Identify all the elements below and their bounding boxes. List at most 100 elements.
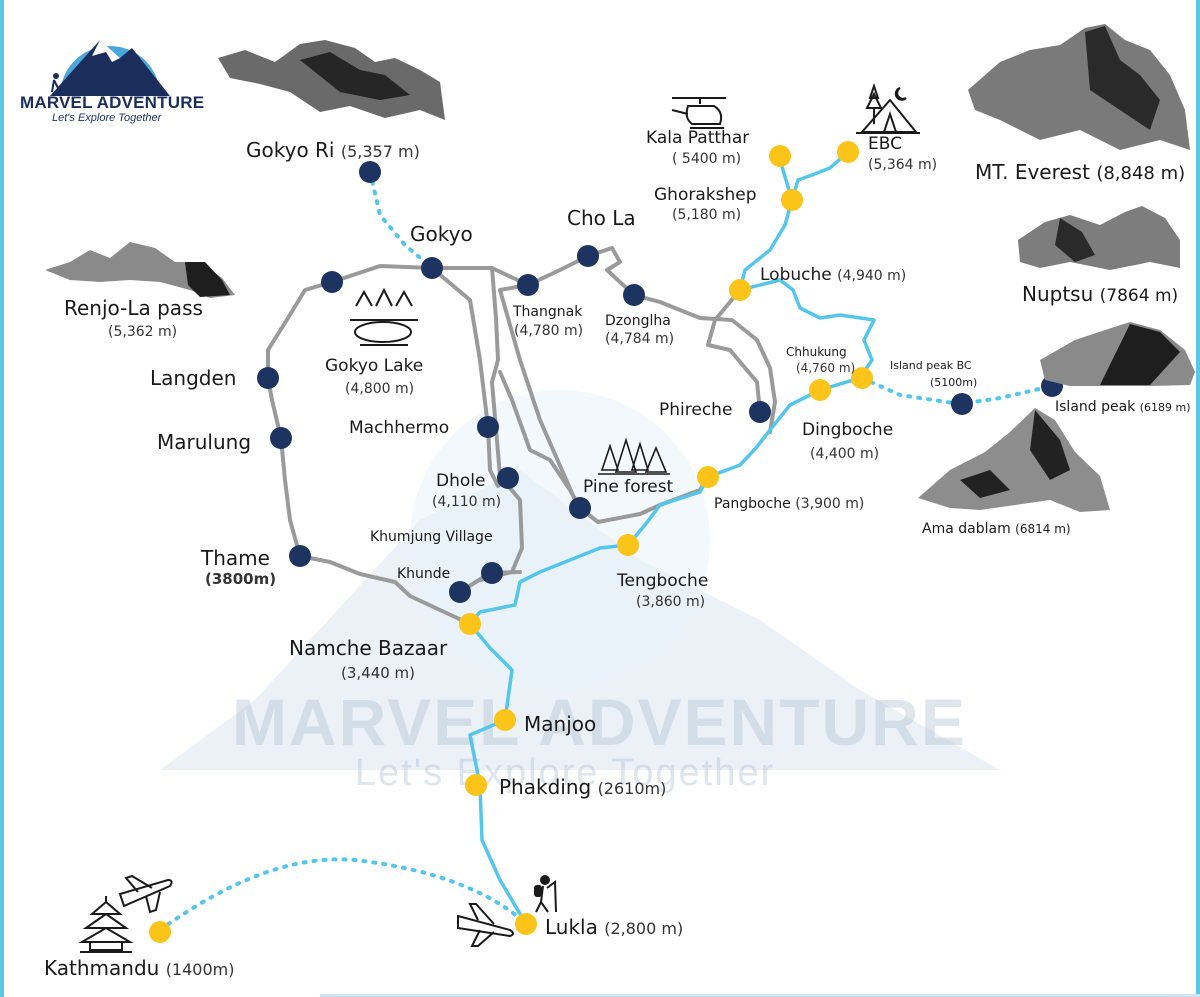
stop-dzonglha[interactable]	[623, 284, 645, 306]
stop-manjoo[interactable]	[494, 709, 516, 731]
label-lobuche: Lobuche (4,940 m)	[760, 267, 906, 284]
stop-kathmandu[interactable]	[149, 921, 171, 943]
label-khunde: Khunde	[397, 566, 451, 582]
label-nuptsu: Nuptsu (7864 m)	[1022, 284, 1178, 305]
pangboche-alt: (3,900 m)	[795, 496, 865, 512]
label-namche: Namche Bazaar	[289, 636, 448, 660]
label-gokyo-lake: Gokyo Lake	[325, 356, 424, 376]
stop-dingboche[interactable]	[851, 367, 873, 389]
lukla-name: Lukla	[545, 915, 598, 939]
everest-alt: (8,848 m)	[1096, 163, 1186, 184]
stop-chhukung[interactable]	[809, 379, 831, 401]
everest-sketch	[968, 24, 1190, 150]
label-pangboche: Pangboche (3,900 m)	[714, 497, 864, 511]
label-renjo-la-alt: (5,362 m)	[108, 324, 178, 340]
stop-gokyo[interactable]	[421, 257, 443, 279]
label-manjoo: Manjoo	[524, 712, 597, 736]
label-dingboche: Dingboche	[802, 420, 894, 440]
ama-dablam-alt: (6814 m)	[1015, 522, 1071, 536]
label-khumjung: Khumjung Village	[370, 529, 493, 545]
label-everest: MT. Everest (8,848 m)	[975, 162, 1185, 183]
tent-camp-icon	[856, 82, 920, 134]
stop-thangnak[interactable]	[517, 274, 539, 296]
island-peak-name: Island peak	[1055, 399, 1136, 415]
label-gokyo-lake-alt: (4,800 m)	[345, 381, 415, 397]
ama-dablam-sketch	[918, 408, 1110, 512]
stop-gokyo-ri[interactable]	[359, 161, 381, 183]
airplane-icon-kathmandu	[118, 874, 173, 914]
bottom-border	[320, 994, 1200, 997]
label-phireche: Phireche	[659, 400, 733, 420]
label-kala-patthar-alt: ( 5400 m)	[672, 151, 742, 167]
stop-pangboche[interactable]	[697, 466, 719, 488]
label-island-peak-bc: Island peak BC	[890, 359, 972, 372]
watermark-title: MARVEL ADVENTURE	[232, 685, 967, 759]
stop-phireche[interactable]	[749, 401, 771, 423]
label-ghorakshep-alt: (5,180 m)	[672, 207, 742, 223]
stop-kala-patthar[interactable]	[769, 145, 791, 167]
stop-thame[interactable]	[289, 545, 311, 567]
label-cho-la: Cho La	[567, 206, 636, 230]
kathmandu-alt: (1400m)	[165, 960, 235, 979]
label-tengboche-alt: (3,860 m)	[636, 594, 706, 610]
label-dingboche-alt: (4,400 m)	[810, 446, 880, 462]
stop-namche[interactable]	[459, 613, 481, 635]
label-chhukung: Chhukung	[786, 345, 847, 359]
lukla-alt: (2,800 m)	[604, 919, 684, 938]
label-renjo-la: Renjo-La pass	[64, 296, 203, 320]
label-tengboche: Tengboche	[617, 571, 709, 591]
label-chhukung-alt: (4,760 m)	[796, 361, 856, 375]
island-peak-alt: (6189 m)	[1139, 401, 1191, 414]
stop-dhole[interactable]	[497, 467, 519, 489]
stop-tengboche[interactable]	[617, 534, 639, 556]
stop-marulung[interactable]	[270, 427, 292, 449]
label-island-peak: Island peak (6189 m)	[1055, 400, 1191, 414]
label-langden: Langden	[150, 366, 237, 390]
helicopter-icon	[671, 97, 726, 129]
label-ebc: EBC	[868, 134, 902, 154]
label-gokyo: Gokyo	[410, 222, 473, 246]
stop-lobuche[interactable]	[729, 279, 751, 301]
everest-name: MT. Everest	[975, 160, 1090, 184]
label-machhermo: Machhermo	[349, 418, 450, 438]
stop-ghorakshep[interactable]	[781, 189, 803, 211]
label-dhole: Dhole	[436, 471, 486, 491]
ama-dablam-name: Ama dablam	[922, 521, 1011, 537]
label-gokyo-ri: Gokyo Ri (5,357 m)	[246, 140, 420, 160]
label-pine-forest: Pine forest	[583, 477, 674, 497]
label-dzonglha-alt: (4,784 m)	[605, 331, 675, 347]
stop-machhermo[interactable]	[477, 416, 499, 438]
mountain-logo-icon	[50, 40, 170, 96]
pine-trees-icon	[598, 437, 670, 475]
label-kala-patthar: Kala Patthar	[646, 128, 750, 148]
stop-cho-la[interactable]	[577, 245, 599, 267]
stop-pine-forest[interactable]	[569, 497, 591, 519]
label-dzonglha: Dzonglha	[605, 313, 671, 329]
stop-phakding[interactable]	[465, 774, 487, 796]
stop-khumjung[interactable]	[481, 562, 503, 584]
label-lukla: Lukla (2,800 m)	[545, 917, 683, 937]
stop-island-peak-bc[interactable]	[951, 393, 973, 415]
stop-langden[interactable]	[257, 367, 279, 389]
label-ebc-alt: (5,364 m)	[868, 157, 938, 173]
label-thame: Thame	[201, 546, 270, 570]
gokyo-ri-name: Gokyo Ri	[246, 138, 335, 162]
left-border	[0, 0, 4, 997]
stop-lukla[interactable]	[515, 913, 537, 935]
navy-stops	[257, 161, 1063, 603]
hiker-icon	[534, 875, 557, 913]
airplane-icon	[457, 903, 514, 947]
logo-tagline: Let's Explore Together	[52, 112, 162, 124]
stop-renjo-la[interactable]	[321, 271, 343, 293]
gokyo-mountain-sketch	[218, 40, 445, 120]
label-thame-alt: (3800m)	[205, 570, 277, 588]
label-namche-alt: (3,440 m)	[341, 664, 416, 682]
stop-khunde[interactable]	[449, 581, 471, 603]
lobuche-name: Lobuche	[760, 265, 832, 285]
stop-ebc[interactable]	[837, 141, 859, 163]
label-island-peak-bc-alt: (5100m)	[930, 376, 978, 389]
phakding-name: Phakding	[499, 775, 592, 799]
kathmandu-name: Kathmandu	[44, 956, 160, 980]
